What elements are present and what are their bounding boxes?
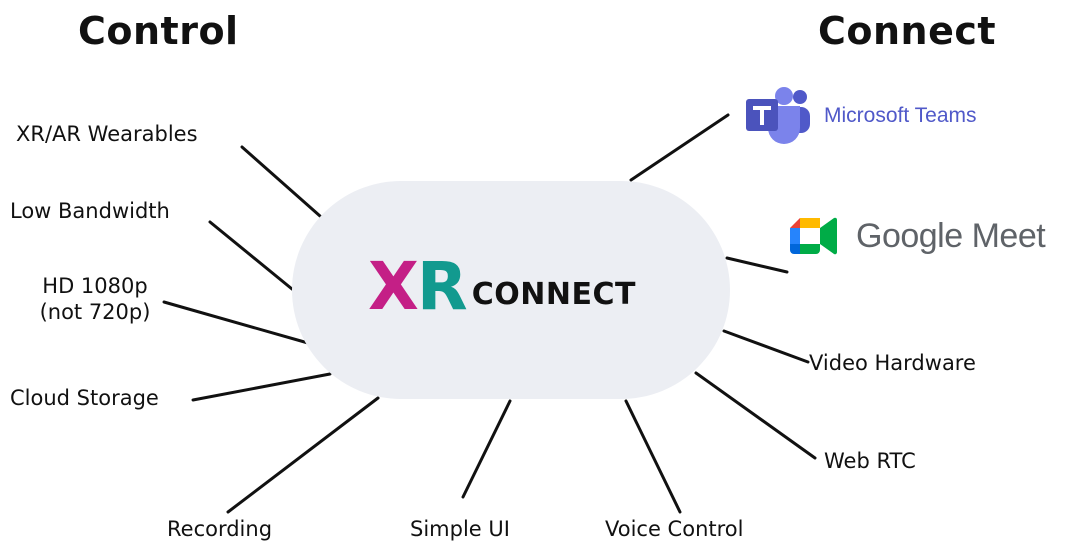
connector-microsoft-teams	[629, 113, 730, 182]
google-meet-label: Google Meet	[856, 216, 1046, 255]
connector-google-meet	[725, 256, 789, 274]
control-item-hd-1080p: HD 1080p (not 720p)	[39, 274, 151, 325]
connector-hd-1080p	[162, 300, 310, 345]
connect-item-web-rtc: Web RTC	[824, 449, 916, 473]
connector-web-rtc	[694, 371, 817, 460]
logo-word-connect: CONNECT	[471, 277, 636, 312]
control-item-recording: Recording	[167, 517, 273, 541]
connector-simple-ui	[461, 399, 512, 499]
connector-video-hardware	[722, 329, 810, 364]
connector-recording	[226, 396, 380, 514]
logo-letter-x: X	[368, 248, 419, 325]
control-item-cloud-storage: Cloud Storage	[10, 386, 159, 410]
control-item-voice-control: Voice Control	[605, 517, 744, 541]
google-meet-icon	[790, 217, 838, 255]
connect-heading: Connect	[818, 9, 997, 53]
connect-item-microsoft-teams: Microsoft Teams	[744, 86, 977, 146]
logo-letter-r: R	[416, 248, 468, 325]
connector-xr-ar-wearables	[240, 145, 322, 218]
connector-voice-control	[624, 399, 682, 514]
xrconnect-logo: X R CONNECT	[368, 254, 636, 320]
microsoft-teams-icon	[746, 87, 810, 144]
connect-item-video-hardware: Video Hardware	[809, 351, 976, 375]
microsoft-teams-label: Microsoft Teams	[824, 104, 977, 127]
control-item-xr-ar-wearables: XR/AR Wearables	[16, 122, 198, 146]
xrconnect-hub	[292, 181, 730, 399]
connect-item-google-meet: Google Meet	[790, 214, 1046, 258]
control-item-simple-ui: Simple UI	[410, 517, 510, 541]
control-heading: Control	[78, 9, 239, 53]
connector-cloud-storage	[191, 372, 332, 402]
connector-low-bandwidth	[208, 220, 294, 291]
control-item-low-bandwidth: Low Bandwidth	[10, 199, 170, 223]
